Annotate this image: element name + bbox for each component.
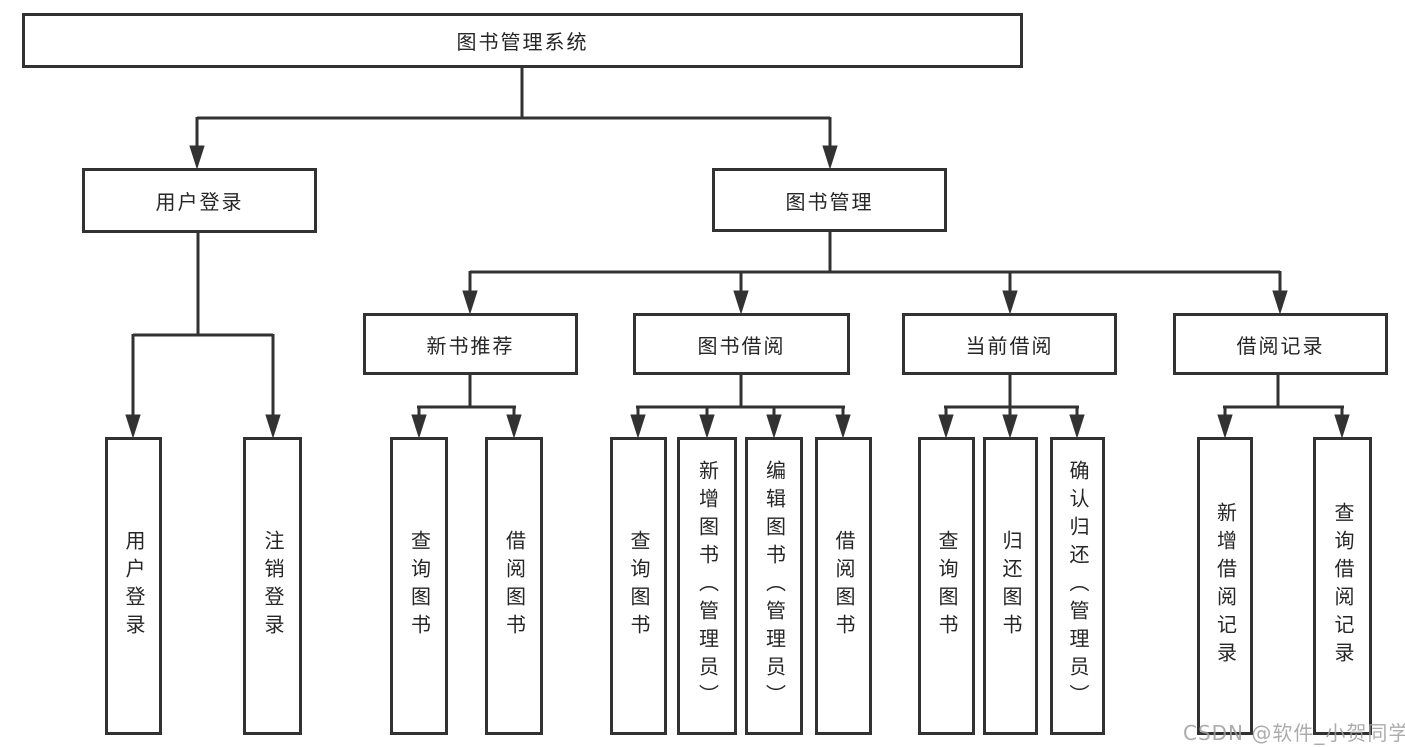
node-borrowing-records: 借阅记录 <box>1173 313 1388 375</box>
node-label: 归还图书 <box>999 530 1023 642</box>
leaf-query-books: 查询图书 <box>610 437 667 735</box>
leaf-logout: 注销登录 <box>243 437 302 735</box>
node-label: 用户登录 <box>122 530 146 642</box>
node-label: 注销登录 <box>261 530 285 642</box>
node-label: 当前借阅 <box>965 333 1054 358</box>
node-label: 图书管理系统 <box>456 30 589 54</box>
node-new-book-recommend: 新书推荐 <box>363 313 578 375</box>
leaf-borrow-books: 借阅图书 <box>815 437 872 735</box>
csdn-watermark: CSDN @软件_小贺同学 <box>1183 721 1405 745</box>
node-label: 新增图书（管理员） <box>695 460 720 712</box>
leaf-edit-books-admin: 编辑图书（管理员） <box>745 437 803 735</box>
node-label: 图书管理 <box>785 189 874 214</box>
node-label: 图书借阅 <box>697 333 786 358</box>
leaf-borrow-books: 借阅图书 <box>485 437 543 735</box>
leaf-query-books: 查询图书 <box>918 437 975 735</box>
node-label: 新增借阅记录 <box>1213 502 1238 670</box>
node-label: 编辑图书（管理员） <box>762 460 787 712</box>
node-label: 查询借阅记录 <box>1331 502 1355 670</box>
leaf-confirm-return-admin: 确认归还（管理员） <box>1050 437 1105 735</box>
leaf-user-login: 用户登录 <box>105 437 162 735</box>
node-label: 借阅记录 <box>1236 333 1325 358</box>
node-book-borrowing: 图书借阅 <box>633 313 850 375</box>
node-book-management: 图书管理 <box>712 168 947 232</box>
node-label: 查询图书 <box>627 530 651 642</box>
node-label: 新书推荐 <box>426 333 515 358</box>
node-library-management-system: 图书管理系统 <box>22 13 1023 68</box>
node-label: 借阅图书 <box>832 530 856 642</box>
node-current-borrowing: 当前借阅 <box>902 313 1117 375</box>
node-label: 确认归还（管理员） <box>1066 460 1090 712</box>
node-label: 借阅图书 <box>502 530 527 642</box>
node-label: 用户登录 <box>155 190 244 214</box>
node-label: 查询图书 <box>407 530 432 642</box>
leaf-add-books-admin: 新增图书（管理员） <box>677 437 737 735</box>
leaf-query-borrow-record: 查询借阅记录 <box>1313 437 1372 735</box>
node-label: 查询图书 <box>935 530 959 642</box>
leaf-query-books: 查询图书 <box>390 437 448 735</box>
node-user-login: 用户登录 <box>82 168 317 233</box>
leaf-return-books: 归还图书 <box>983 437 1038 735</box>
leaf-add-borrow-record: 新增借阅记录 <box>1197 437 1253 735</box>
